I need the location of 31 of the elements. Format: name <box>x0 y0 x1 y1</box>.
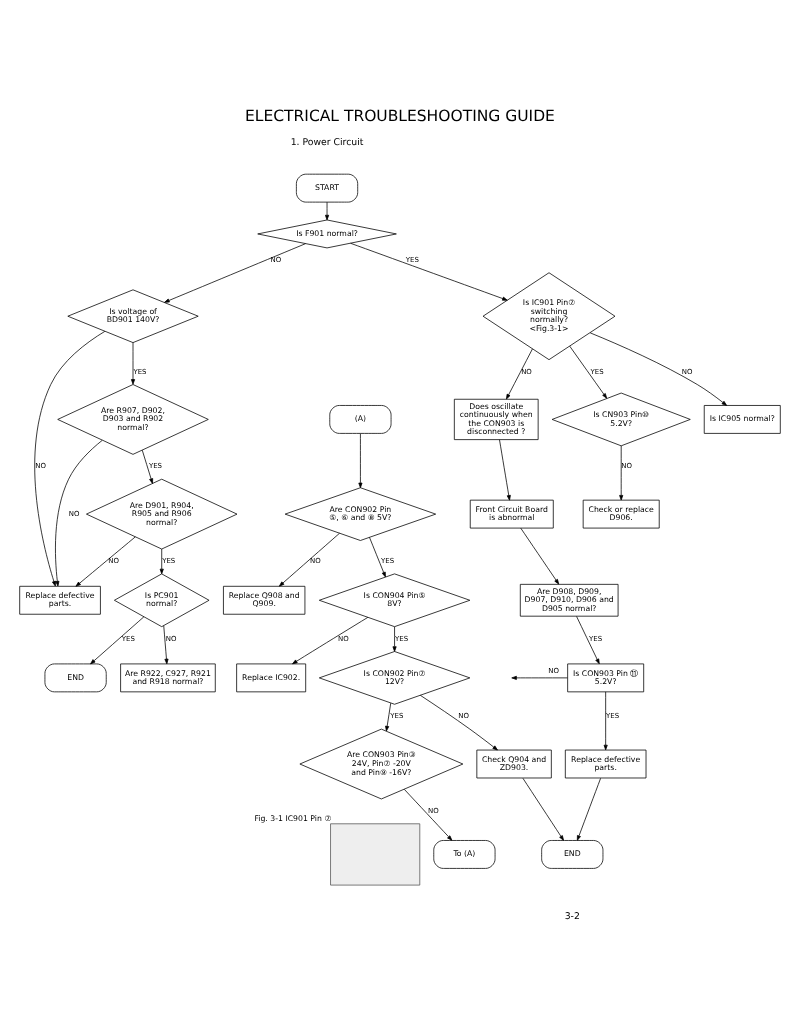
arrow <box>131 342 136 385</box>
arrow <box>506 348 533 400</box>
arrow <box>385 702 392 732</box>
arrow <box>325 201 330 221</box>
arrow <box>603 691 608 751</box>
arrow <box>589 332 727 406</box>
arrow <box>141 449 154 484</box>
arrow <box>159 548 164 575</box>
node-box <box>330 823 421 886</box>
arrow <box>522 777 564 841</box>
arrow <box>511 675 568 680</box>
arrow <box>164 243 306 303</box>
arrow <box>55 440 103 587</box>
arrow <box>358 433 363 489</box>
arrow <box>292 616 369 665</box>
arrow <box>350 242 508 301</box>
arrow <box>34 330 106 587</box>
arrow <box>576 616 600 665</box>
arrow <box>499 439 511 501</box>
arrow <box>619 445 624 501</box>
arrow <box>90 616 145 665</box>
arrow <box>75 536 136 587</box>
arrow <box>520 527 560 585</box>
arrow <box>163 625 169 665</box>
arrow <box>419 694 498 751</box>
arrow <box>569 345 608 399</box>
arrow <box>403 788 453 841</box>
arrow <box>576 777 601 841</box>
arrow <box>369 536 386 578</box>
arrow <box>392 626 397 652</box>
arrow <box>278 532 340 587</box>
